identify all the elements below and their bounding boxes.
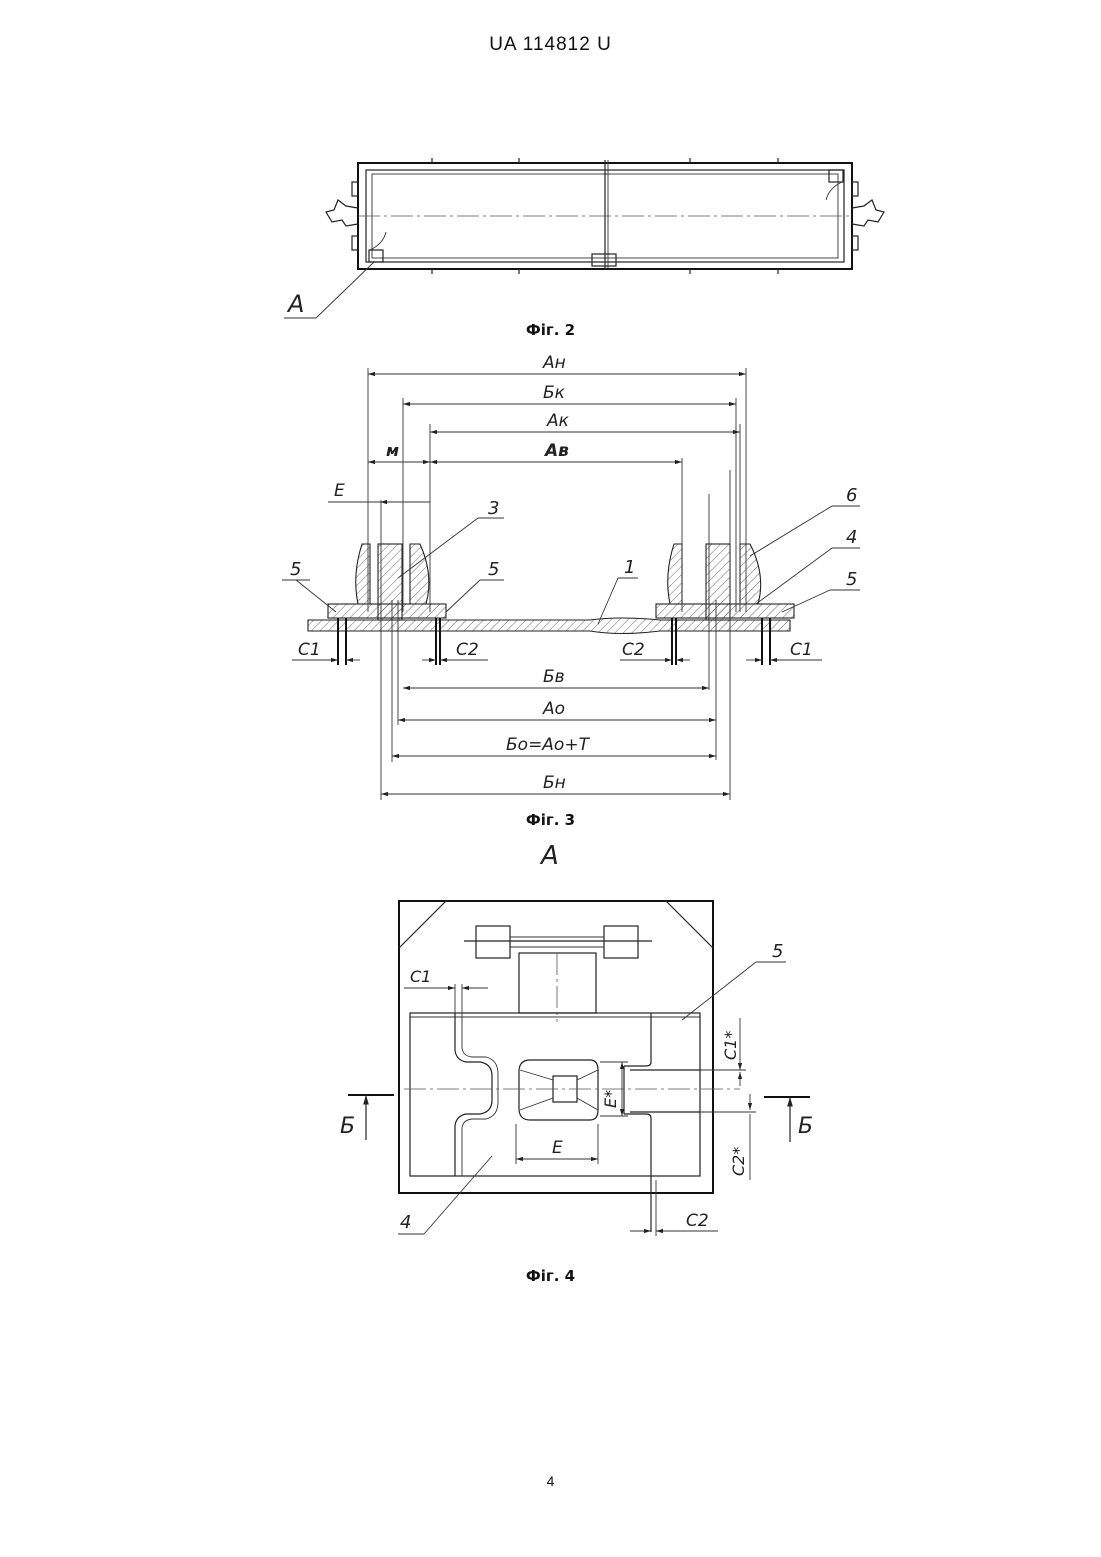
fig4-dim-es: Е* (601, 1090, 620, 1108)
dim-av: Ав (543, 441, 569, 461)
dim-an: Ан (542, 353, 566, 373)
dim-c1-left: С1 (298, 640, 321, 660)
dim-ak: Ак (546, 411, 570, 431)
fig4-dim-c1s: С1* (721, 1031, 740, 1060)
dim-ao: Ао (542, 699, 565, 719)
fig4-dim-e: Е (552, 1138, 563, 1158)
callout-5a: 5 (290, 559, 301, 580)
dim-c1-right: С1 (790, 640, 813, 660)
fig2-label-a: А (286, 290, 304, 318)
callout-5b: 5 (488, 559, 499, 580)
dim-c2-right: С2 (622, 640, 645, 660)
dim-c2-left: С2 (456, 640, 479, 660)
fig4-callout-4: 4 (400, 1212, 411, 1233)
fig4-section-right: Б (798, 1114, 813, 1139)
fig4-callout-5: 5 (772, 941, 783, 962)
callout-1: 1 (624, 557, 635, 578)
callout-3: 3 (488, 498, 499, 519)
dim-bk: Бк (543, 383, 566, 403)
callout-5c: 5 (846, 569, 857, 590)
fig4-detail-a: А (340, 841, 813, 1236)
fig2-caption: Фіг. 2 (0, 321, 1101, 339)
fig2-wagon-plan: А (284, 158, 884, 318)
fig4-dim-c2s: С2* (729, 1147, 748, 1176)
fig3-cross-section: Ан Бк Ак м Ав Е Бв Ао Бо=Ао+Т Бн (282, 353, 860, 800)
fig4-caption: Фіг. 4 (0, 1267, 1101, 1285)
fig3-caption: Фіг. 3 (0, 811, 1101, 829)
page-number: 4 (0, 1473, 1101, 1489)
dim-m: м (386, 441, 399, 460)
dim-bv: Бв (543, 667, 565, 687)
fig4-view-label: А (539, 841, 559, 871)
fig4-section-left: Б (340, 1114, 355, 1139)
fig4-dim-c2: С2 (686, 1211, 709, 1231)
callout-6: 6 (846, 485, 857, 506)
dim-e: Е (334, 481, 345, 501)
callout-4: 4 (846, 527, 857, 548)
fig4-dim-c1: С1 (410, 967, 431, 986)
dim-bo: Бо=Ао+Т (506, 735, 591, 755)
dim-bn: Бн (543, 773, 566, 793)
